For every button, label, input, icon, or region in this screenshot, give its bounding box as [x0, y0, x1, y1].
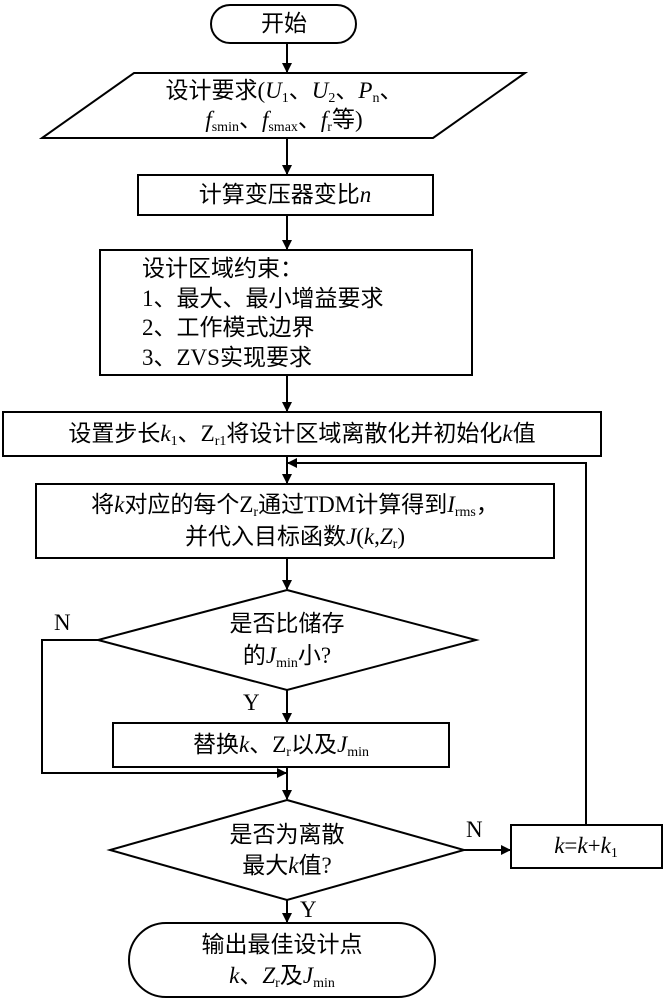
- constraint-item: 2、工作模式边界: [142, 315, 315, 340]
- edge-label-compare-yes: Y: [243, 690, 260, 715]
- output-terminal: [128, 922, 436, 998]
- edge-label-max-no: N: [466, 817, 483, 842]
- compute-box: [35, 483, 555, 559]
- ratio-box: [137, 174, 434, 216]
- constraint-item: 1、最大、最小增益要求: [142, 285, 384, 311]
- arrow-increment-loop-back: [287, 458, 587, 825]
- discretize-box: [2, 411, 602, 457]
- constraints-label: 设计区域约束： 1、最大、最小增益要求 2、工作模式边界 3、ZVS实现要求: [142, 254, 384, 372]
- discretize-label: 设置步长k1、Zr1将设计区域离散化并初始化k值: [68, 421, 536, 449]
- input-label: 设计要求(U1、U2、Pn、 fsmin、fsmax、fr等): [165, 78, 403, 135]
- edge-label-max-yes: Y: [300, 897, 317, 922]
- ratio-label: 计算变压器变比n: [198, 182, 372, 207]
- replace-label: 替换k、Zr以及Jmin: [193, 732, 369, 760]
- constraints-box: [99, 249, 473, 376]
- increment-label: k=k+k1: [554, 833, 618, 861]
- start-terminal: [210, 4, 357, 44]
- output-label: 输出最佳设计点 k、Zr及Jmin: [201, 932, 363, 991]
- input-parallelogram: [38, 72, 529, 139]
- compute-label: 将k对应的每个Zr通过TDM计算得到Irms， 并代入目标函数J(k,Zr): [91, 492, 499, 552]
- arrow-compare-no-bypass: [41, 639, 287, 778]
- start-label: 开始: [261, 11, 307, 36]
- constraint-item: 3、ZVS实现要求: [142, 344, 312, 370]
- edge-label-compare-no: N: [54, 610, 71, 635]
- maxcheck-label: 是否为离散 最大k值?: [229, 822, 345, 878]
- compare-label: 是否比储存 的Jmin小?: [229, 611, 345, 671]
- constraints-title: 设计区域约束：: [142, 256, 303, 281]
- replace-box: [112, 722, 450, 768]
